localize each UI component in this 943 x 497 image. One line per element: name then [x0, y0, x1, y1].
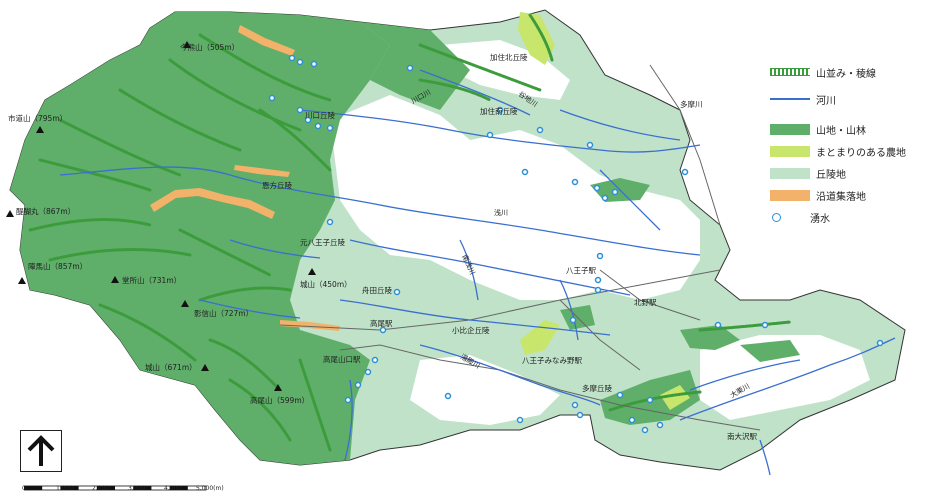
legend-item-river: 河川: [770, 91, 940, 107]
peak-markers: [6, 41, 316, 391]
legend-label: 山並み・稜線: [816, 68, 876, 80]
peak-label: 今熊山（505m）: [180, 42, 239, 52]
ridge-swatch: [770, 68, 810, 76]
legend-item-settlement: 沿道集落地: [770, 187, 940, 203]
hill-label: 加住南丘陵: [480, 106, 518, 116]
springs: [268, 54, 884, 434]
legend-label: まとまりのある農地: [816, 147, 906, 159]
urban-area-southeast: [700, 335, 870, 420]
legend-item-farmland: まとまりのある農地: [770, 143, 940, 159]
legend-label: 湧水: [810, 213, 830, 225]
rivers: [59, 69, 896, 476]
farmland-swatch: [770, 145, 810, 157]
legend-item-hill: 丘陵地: [770, 165, 940, 181]
legend-item-ridge: 山並み・稜線: [770, 64, 940, 80]
peak-label: 高尾山（599m）: [250, 395, 309, 405]
peak-label: 堂所山（731m）: [122, 275, 181, 285]
forest-patch-se2: [740, 340, 800, 362]
station-label: 南大沢駅: [727, 431, 757, 441]
settlement-kawaguchi: [234, 165, 290, 177]
legend-item-forest: 山地・山林: [770, 121, 940, 137]
ridge-lines: [28, 13, 792, 452]
forest-swatch: [770, 123, 810, 135]
legend-label: 山地・山林: [816, 125, 866, 137]
hill-label: 元八王子丘陵: [300, 238, 345, 247]
hill-label: 川口丘陵: [305, 111, 335, 120]
peak-label: 城山（671m）: [145, 362, 197, 372]
map-legend: 山並み・稜線 河川 山地・山林 まとまりのある農地 丘陵地 沿道集落地 湧水: [770, 64, 940, 231]
forest-patch-se1: [680, 325, 740, 350]
scale-label: 4,000: [164, 485, 182, 492]
legend-label: 沿道集落地: [816, 191, 866, 203]
north-arrow-icon: [27, 435, 55, 466]
peak-label: 影信山（727m）: [194, 308, 253, 318]
hill-label: 小比企丘陵: [452, 325, 490, 335]
hill-label: 恩方丘陵: [262, 180, 292, 190]
place-label: 多摩川: [680, 99, 703, 109]
urban-area-south: [410, 355, 560, 425]
settlement-takao: [280, 320, 340, 331]
hill-swatch: [770, 167, 810, 179]
station-label: 八王子みなみ野駅: [522, 356, 582, 365]
urban-area-central: [330, 95, 700, 300]
river-label: 浅川: [494, 208, 508, 217]
farmland-tama: [660, 385, 690, 410]
legend-label: 河川: [816, 95, 836, 107]
scale-label: 0: [22, 485, 26, 492]
scale-bar-graphic: [23, 485, 207, 491]
peak-label: 城山（450m）: [300, 279, 352, 289]
scale-bar: 0 1,000 2,000 3,000 4,000 5,000(m): [22, 478, 224, 497]
settlement-imakuma: [238, 25, 295, 56]
forest-north: [360, 22, 470, 110]
peak-label: 醍醐丸（867m）: [16, 206, 75, 216]
station-label: 高尾駅: [370, 318, 393, 328]
settlement-swatch: [770, 189, 810, 201]
peak-label: 市道山（795m）: [8, 113, 67, 123]
scale-label: 1,000: [56, 485, 74, 492]
settlement-ongata: [150, 188, 275, 219]
spring-icon: [770, 212, 810, 223]
north-arrow: [20, 430, 62, 472]
scale-label: 5,000(m): [196, 485, 224, 492]
hill-label: 多摩丘陵: [582, 383, 612, 393]
station-label: 北野駅: [634, 298, 657, 307]
hill-label: 舟田丘陵: [362, 285, 392, 295]
hill-label: 加住北丘陵: [490, 52, 528, 62]
farmland-kasumi: [518, 12, 555, 65]
legend-item-spring: 湧水: [770, 209, 940, 225]
station-label: 八王子駅: [566, 266, 596, 275]
river-swatch: [770, 98, 810, 100]
scale-label: 3,000: [128, 485, 146, 492]
station-label: 高尾山口駅: [323, 354, 361, 364]
legend-label: 丘陵地: [816, 169, 846, 181]
peak-label: 陣馬山（857m）: [28, 261, 87, 271]
scale-label: 2,000: [92, 485, 110, 492]
